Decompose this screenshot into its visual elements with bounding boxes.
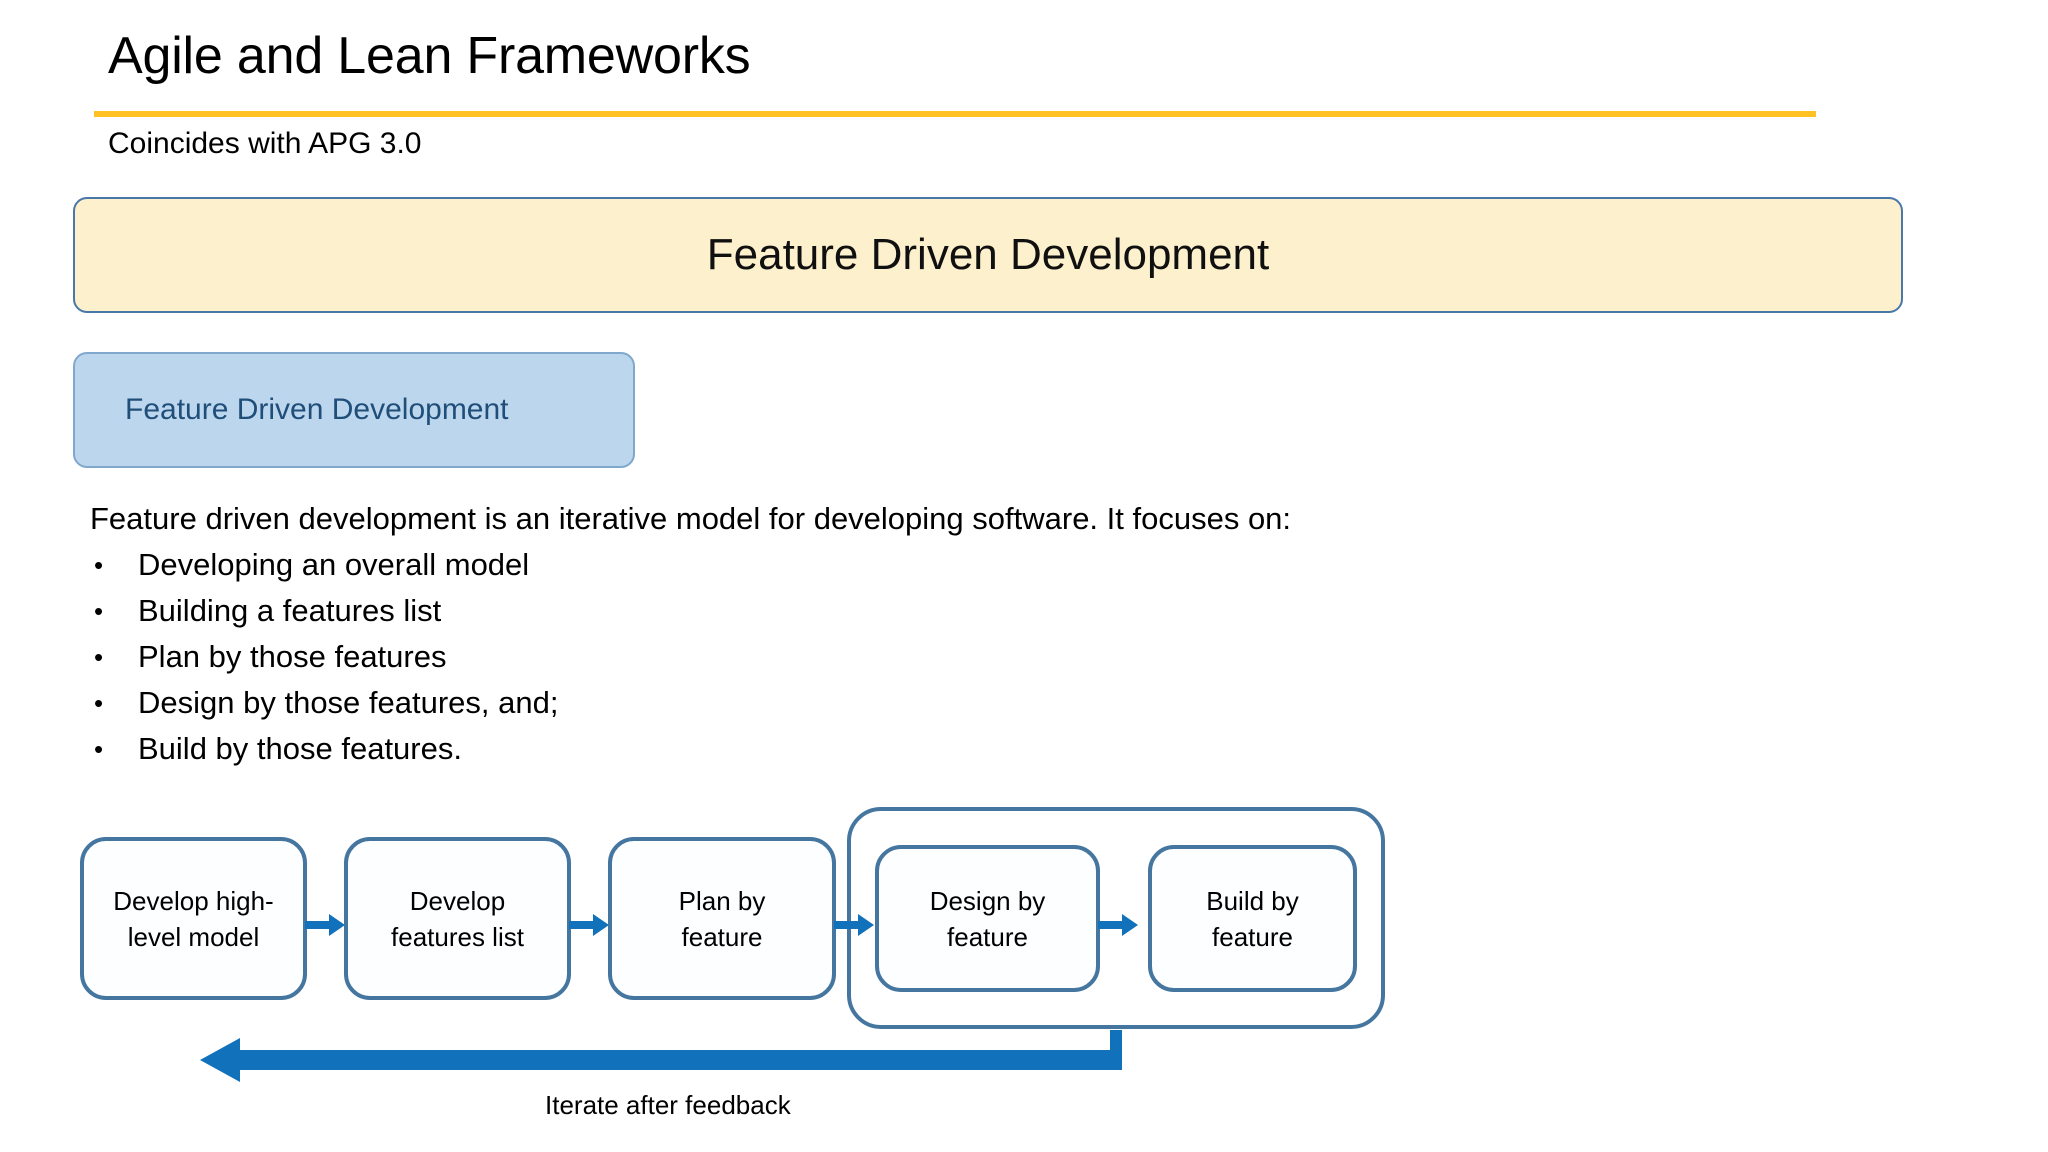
feedback-loop-arrow-icon <box>200 1030 1150 1082</box>
flow-step-line-2: feature <box>947 921 1028 952</box>
page-subtitle: Coincides with APG 3.0 <box>108 127 422 160</box>
flow-step-label: Plan by feature <box>671 883 774 955</box>
flow-step-box: Build by feature <box>1148 845 1357 992</box>
list-item: • Building a features list <box>90 588 1590 634</box>
bullet-dot-icon: • <box>94 688 104 718</box>
list-item-label: Developing an overall model <box>138 547 530 582</box>
bullet-dot-icon: • <box>94 734 104 764</box>
body-intro-line: Feature driven development is an iterati… <box>90 501 1292 536</box>
section-banner-label: Feature Driven Development <box>706 230 1270 279</box>
list-item: • Developing an overall model <box>90 542 1590 588</box>
flow-step-box: Plan by feature <box>608 837 836 1000</box>
flow-step-line-1: Design by <box>929 885 1046 916</box>
list-item-label: Building a features list <box>138 593 442 628</box>
flow-arrow-right-icon <box>1098 914 1138 936</box>
flow-step-label: Build by feature <box>1198 883 1307 955</box>
page-title: Agile and Lean Frameworks <box>108 27 751 85</box>
flow-step-line-2: features list <box>391 921 524 952</box>
flow-step-line-1: Plan by <box>678 885 766 916</box>
list-item-label: Design by those features, and; <box>138 685 559 720</box>
list-item: • Build by those features. <box>90 726 1590 772</box>
list-item: • Design by those features, and; <box>90 680 1590 726</box>
title-underline-rule <box>94 111 1816 117</box>
flow-step-line-2: level model <box>127 921 260 952</box>
bullet-dot-icon: • <box>94 642 104 672</box>
flow-step-label: Develop features list <box>383 883 532 955</box>
flow-step-box: Develop features list <box>344 837 571 1000</box>
list-item-label: Plan by those features <box>138 639 447 674</box>
section-banner: Feature Driven Development <box>73 197 1903 313</box>
flow-arrow-right-icon <box>305 914 345 936</box>
topic-chip-label: Feature Driven Development <box>125 393 509 426</box>
flow-step-box: Design by feature <box>875 845 1100 992</box>
flow-step-label: Develop high- level model <box>105 883 281 955</box>
body-text-block: Feature driven development is an iterati… <box>90 496 1590 772</box>
flow-step-label: Design by feature <box>922 883 1054 955</box>
flow-step-box: Develop high- level model <box>80 837 307 1000</box>
flow-step-line-2: feature <box>681 921 763 952</box>
flow-step-line-1: Develop high- <box>113 885 274 916</box>
flow-step-line-1: Build by <box>1206 885 1299 916</box>
flow-step-line-1: Develop <box>409 885 506 916</box>
feedback-loop-label: Iterate after feedback <box>545 1090 791 1120</box>
bullet-dot-icon: • <box>94 596 104 626</box>
bullet-dot-icon: • <box>94 550 104 580</box>
flow-arrow-right-icon <box>834 914 874 936</box>
flow-group-container <box>847 807 1385 1029</box>
list-item-label: Build by those features. <box>138 731 462 766</box>
list-item: • Plan by those features <box>90 634 1590 680</box>
flow-step-line-2: feature <box>1212 921 1293 952</box>
flow-arrow-right-icon <box>569 914 609 936</box>
topic-chip[interactable]: Feature Driven Development <box>73 352 635 468</box>
